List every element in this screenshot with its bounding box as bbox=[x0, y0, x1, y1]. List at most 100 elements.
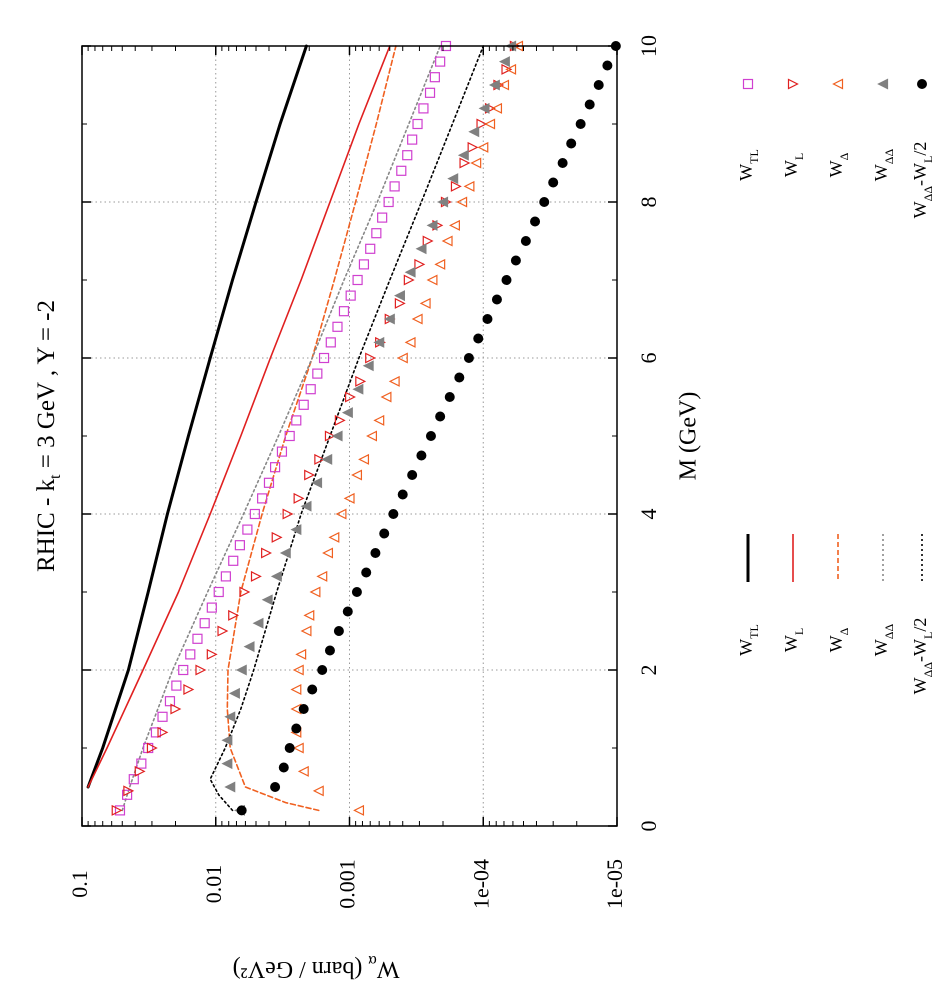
data-point bbox=[365, 352, 377, 364]
data-point bbox=[157, 711, 168, 722]
tick-label-x: 8 bbox=[636, 197, 661, 208]
chart-title: RHIC - kt = 3 GeV , Y = -2 bbox=[33, 300, 64, 572]
data-point bbox=[344, 391, 356, 403]
data-point bbox=[334, 414, 346, 426]
data-point bbox=[373, 414, 385, 426]
data-point bbox=[366, 430, 378, 442]
data-point bbox=[249, 508, 260, 520]
data-point bbox=[335, 508, 347, 520]
data-point bbox=[300, 500, 312, 512]
data-point bbox=[424, 87, 436, 98]
data-point bbox=[224, 781, 236, 793]
legend-marker bbox=[742, 78, 754, 90]
data-point bbox=[322, 547, 334, 559]
data-point bbox=[358, 453, 370, 465]
data-point bbox=[114, 805, 126, 816]
data-point bbox=[300, 625, 312, 637]
data-point bbox=[419, 297, 431, 309]
legend-label: WTL bbox=[736, 149, 761, 181]
data-point bbox=[271, 531, 283, 543]
legend-label: WΔ bbox=[826, 627, 851, 652]
data-point bbox=[111, 804, 123, 816]
data-point bbox=[282, 508, 294, 520]
line-series bbox=[121, 45, 442, 812]
data-point bbox=[370, 548, 381, 558]
data-point bbox=[467, 141, 479, 153]
data-point bbox=[276, 446, 288, 457]
data-point bbox=[380, 391, 392, 403]
data-point bbox=[146, 742, 158, 754]
data-point bbox=[435, 56, 446, 67]
data-point bbox=[257, 493, 268, 504]
data-point bbox=[290, 524, 302, 536]
data-point bbox=[468, 126, 480, 138]
data-point bbox=[183, 684, 195, 695]
data-point bbox=[292, 664, 304, 676]
data-point bbox=[575, 119, 586, 129]
data-point bbox=[505, 63, 517, 75]
data-point bbox=[463, 353, 474, 363]
line-series bbox=[226, 45, 397, 812]
legend-marker bbox=[832, 78, 844, 90]
data-point bbox=[305, 384, 316, 395]
data-point bbox=[345, 290, 356, 301]
y-axis-label: Wα (barn / GeV²) bbox=[233, 952, 400, 983]
data-point bbox=[402, 150, 413, 161]
data-point bbox=[501, 275, 512, 285]
data-point bbox=[473, 333, 484, 344]
data-point bbox=[171, 680, 182, 691]
data-point bbox=[134, 765, 146, 777]
data-point bbox=[228, 555, 239, 566]
data-point bbox=[407, 134, 418, 145]
data-point bbox=[566, 138, 577, 149]
data-point bbox=[304, 469, 316, 481]
data-point bbox=[397, 489, 408, 500]
data-point bbox=[477, 141, 489, 153]
data-point bbox=[170, 703, 182, 715]
data-point bbox=[331, 430, 343, 442]
data-point bbox=[235, 664, 247, 676]
legend-marker bbox=[917, 79, 927, 89]
data-point bbox=[557, 158, 568, 168]
data-point bbox=[224, 711, 236, 723]
data-point bbox=[484, 118, 496, 130]
tick-label-x: 0 bbox=[636, 821, 661, 832]
data-point bbox=[332, 321, 343, 332]
data-point bbox=[456, 196, 468, 208]
data-point bbox=[297, 765, 309, 777]
legend-label: WΔΔ bbox=[871, 624, 896, 657]
x-axis-label: M (GeV) bbox=[676, 392, 702, 481]
data-point bbox=[352, 274, 363, 286]
data-point bbox=[234, 540, 245, 551]
data-point bbox=[412, 118, 423, 130]
data-point bbox=[403, 274, 415, 286]
data-point bbox=[351, 587, 362, 597]
data-point bbox=[491, 102, 503, 114]
tick-label-x: 10 bbox=[636, 35, 661, 57]
data-point bbox=[228, 687, 240, 699]
data-point bbox=[321, 453, 333, 465]
data-point bbox=[220, 571, 231, 582]
data-point bbox=[261, 594, 273, 606]
data-point bbox=[185, 649, 196, 660]
tick-label-y: 1e-05 bbox=[602, 859, 627, 909]
data-point bbox=[293, 492, 305, 504]
data-point bbox=[136, 758, 147, 769]
data-point bbox=[261, 547, 272, 559]
data-point bbox=[298, 704, 309, 714]
data-point bbox=[343, 492, 355, 504]
data-point bbox=[221, 734, 233, 746]
data-point bbox=[488, 79, 500, 91]
data-point bbox=[411, 313, 423, 325]
data-point bbox=[389, 181, 400, 192]
tick-label-x: 4 bbox=[636, 509, 661, 520]
legend-label: WΔΔ-WL/2 bbox=[910, 142, 935, 219]
data-point bbox=[476, 118, 488, 130]
data-point bbox=[383, 313, 395, 325]
tick-label-x: 2 bbox=[636, 665, 661, 676]
legend-label: WL bbox=[781, 628, 806, 652]
data-point bbox=[470, 157, 482, 169]
data-point bbox=[195, 664, 207, 676]
data-point bbox=[263, 477, 275, 488]
